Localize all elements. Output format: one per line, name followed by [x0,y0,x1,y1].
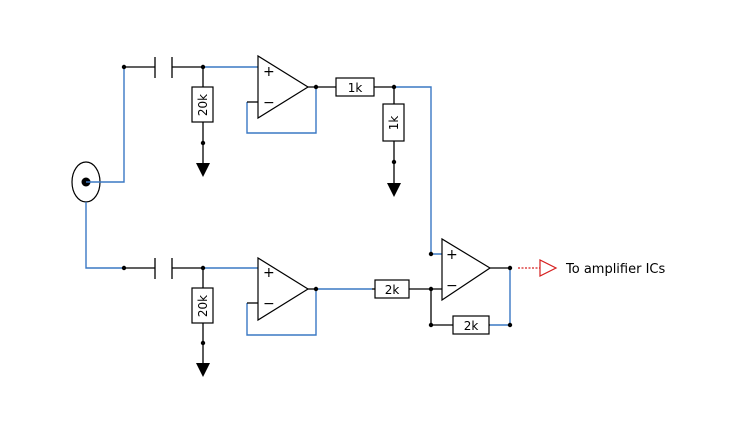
resistor-feedback-2k: 2k [452,315,490,335]
resistor-label: 1k [348,81,363,95]
resistor-label: 2k [464,319,479,333]
resistor-bottom-series-2k: 2k [374,279,410,299]
ground-icon [196,163,210,177]
output-label: To amplifier ICs [565,262,665,277]
opamp-summing: + − [441,237,492,302]
resistor-label: 20k [196,94,210,116]
capacitor-top [154,57,173,78]
output-arrow-icon [518,259,558,277]
resistor-label: 1k [387,116,401,131]
resistor-top-shunt-1k: 1k [382,103,405,142]
opamp-minus: − [263,296,275,312]
resistor-label: 2k [385,283,400,297]
opamp-top-buffer: + − [257,54,310,120]
signal-wires [85,66,511,336]
capacitor-bottom [154,258,173,279]
opamp-plus: + [263,64,275,80]
resistor-top-shunt-20k: 20k [191,86,214,123]
resistor-label: 20k [196,295,210,317]
opamp-plus: + [263,265,275,281]
component-wires [124,66,510,363]
opamp-minus: − [446,278,458,294]
ground-icon [387,183,401,197]
opamp-plus: + [446,247,458,263]
resistor-bottom-shunt-20k: 20k [191,287,214,324]
resistor-top-series-1k: 1k [335,77,375,97]
junction-dots [121,64,513,346]
opamp-minus: − [263,95,275,111]
opamp-bottom-buffer: + − [257,256,310,322]
ground-icon [196,363,210,377]
